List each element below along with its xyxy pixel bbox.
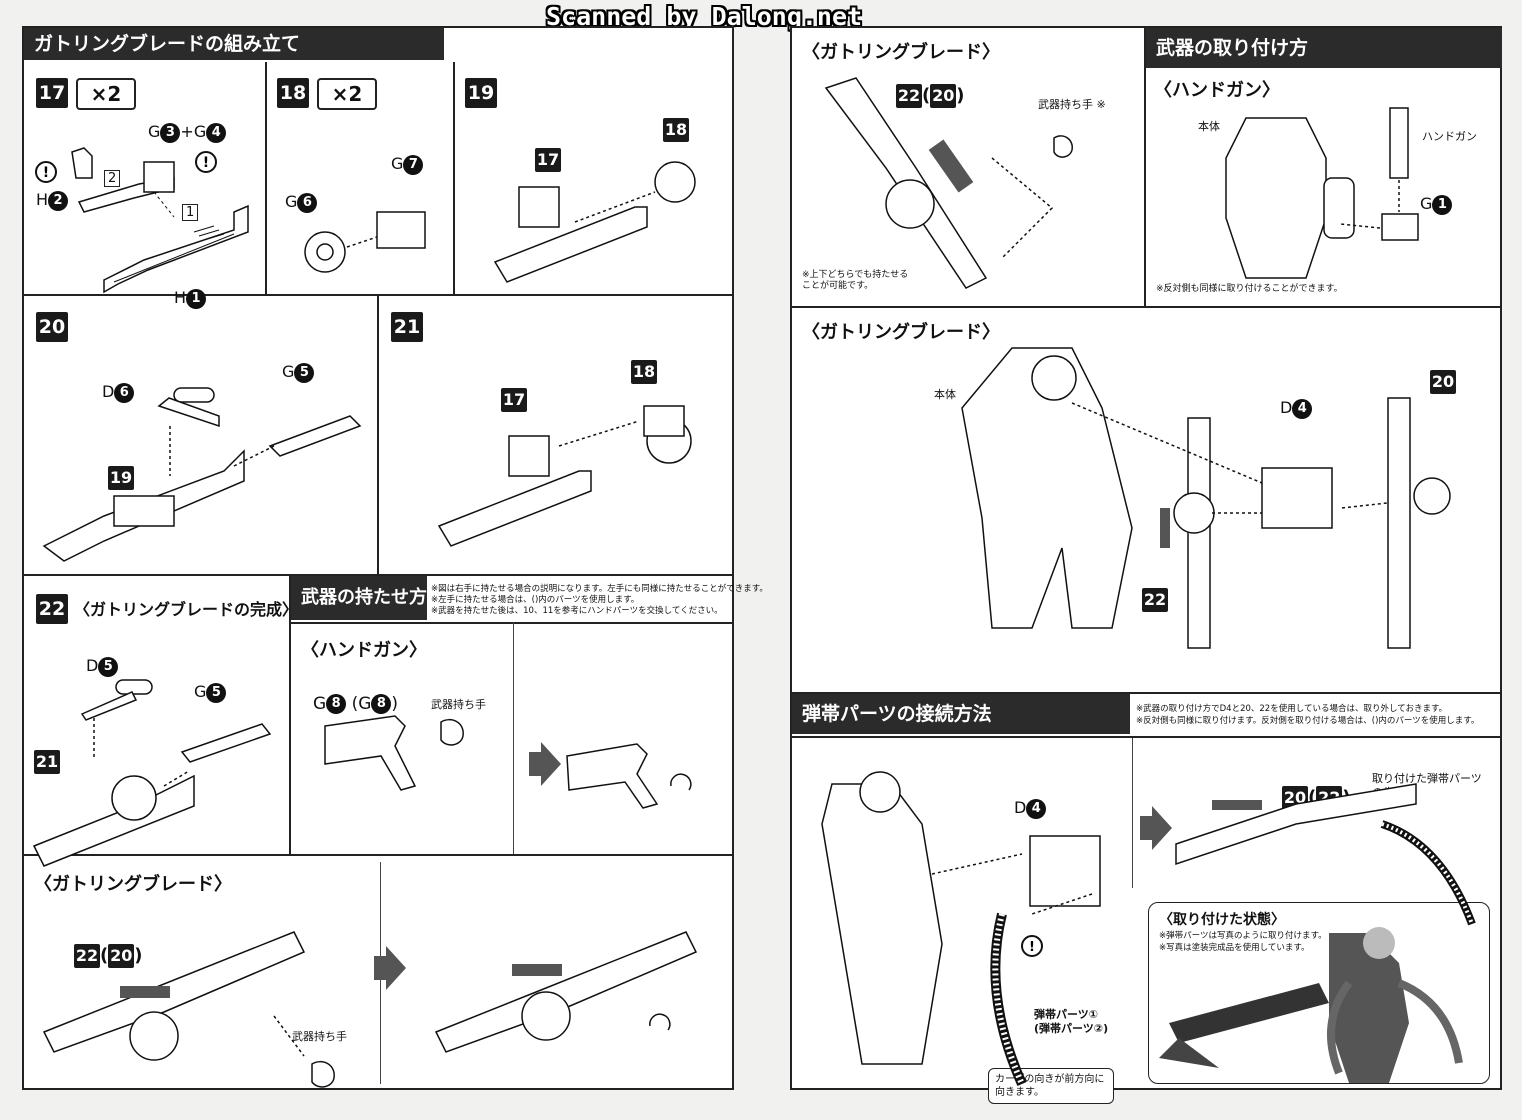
belt-title: 弾帯パーツの接続方法 (792, 694, 1130, 734)
ref-22-20: 22(20) (896, 84, 965, 108)
belt-part-label: 弾帯パーツ① (弾帯パーツ②) (1034, 1008, 1109, 1035)
divider (291, 622, 734, 624)
step21-illustration (437, 405, 692, 547)
step-number: 19 (465, 78, 497, 108)
attach-note: ※反対側も同様に取り付けることができます。 (1156, 284, 1343, 294)
step22-illustration (32, 679, 272, 867)
step-number: 20 (36, 312, 68, 342)
ref-18: 18 (663, 118, 689, 142)
divider (1132, 738, 1133, 888)
belt-note-2: ※反対側も同様に取り付けます。反対側を取り付ける場合は、()内のパーツを使用しま… (1136, 716, 1480, 726)
step-number: 17 (36, 78, 68, 108)
ref-21: 21 (34, 750, 60, 774)
gatling-subtitle: 〈ガトリングブレード〉 (802, 42, 1000, 63)
quantity-badge: ×2 (76, 78, 136, 110)
gatling-hold-illustration (42, 931, 698, 1088)
gatling-hold-panel: 〈ガトリングブレード〉 22(20) 武器持ち手 (24, 856, 734, 1088)
step21-panel: 21 17 18 (379, 296, 734, 576)
ref-17: 17 (501, 388, 527, 412)
svg-text:!: ! (203, 155, 209, 171)
step17-illustration: ! ! (35, 147, 249, 294)
curve-note: カーブの向きが前方向に 向きます。 (988, 1068, 1114, 1104)
handgun-hold-illustration (324, 715, 692, 809)
gatling-attach-illustration (961, 347, 1451, 649)
divider (792, 736, 1502, 738)
hold-note-1: ※図は右手に持たせる場合の説明になります。左手にも同様に持たせることができます。 (431, 584, 768, 594)
step19-illustration (493, 161, 696, 283)
body-label: 本体 (934, 388, 956, 401)
order-number-2: 2 (104, 170, 121, 187)
step18-illustration (304, 211, 426, 273)
body-label: 本体 (1198, 120, 1220, 133)
photo-note-2: ※写真は塗装完成品を使用しています。 (1159, 943, 1310, 953)
divider (513, 622, 514, 854)
hold-weapon-title: 武器の持たせ方 (291, 576, 427, 620)
step22-title: 〈ガトリングブレードの完成〉 (74, 600, 299, 619)
gatling-subtitle: 〈ガトリングブレード〉 (34, 874, 232, 895)
ref-17: 17 (535, 148, 561, 172)
step-number: 22 (36, 594, 68, 624)
section-title-assembly: ガトリングブレードの組み立て (24, 28, 444, 60)
svg-text:!: ! (43, 165, 49, 181)
hand-label: 武器持ち手 (431, 698, 486, 711)
step19-panel: 19 17 18 (455, 62, 734, 296)
grip-note: ※上下どちらでも持たせる ことが可能です。 (802, 270, 909, 291)
photo-note-1: ※弾帯パーツは写真のように取り付けます。 (1159, 931, 1327, 941)
handgun-label: ハンドガン (1422, 130, 1477, 143)
attach-handgun-illustration (1225, 107, 1419, 279)
hand-label: 武器持ち手 ※ (1038, 98, 1106, 111)
hand-label: 武器持ち手 (292, 1030, 347, 1043)
right-page: 〈ガトリングブレード〉 22(20) 武器持ち手 ※ ※上下どちらでも持たせる … (790, 26, 1502, 1104)
step-number: 18 (277, 78, 309, 108)
hold-note-3: ※武器を持たせた後は、10、11を参考にハンドパーツを交換してください。 (431, 606, 723, 616)
gatling-top-panel: 〈ガトリングブレード〉 22(20) 武器持ち手 ※ ※上下どちらでも持たせる … (792, 28, 1146, 308)
belt-note-1: ※武器の取り付け方でD4と20、22を使用している場合は、取り外しておきます。 (1136, 704, 1448, 714)
svg-text:!: ! (1029, 940, 1035, 955)
gatling-subtitle: 〈ガトリングブレード〉 (802, 322, 1000, 343)
ref-18: 18 (631, 360, 657, 384)
ref-20: 20 (1430, 370, 1456, 394)
belt-panel: 弾帯パーツの接続方法 ※武器の取り付け方でD4と20、22を使用している場合は、… (792, 694, 1502, 1104)
handgun-subtitle: 〈ハンドガン〉 (301, 640, 427, 661)
step-number: 21 (391, 312, 423, 342)
ref-19: 19 (108, 466, 134, 490)
hold-weapon-panel: 武器の持たせ方 ※図は右手に持たせる場合の説明になります。左手にも同様に持たせる… (291, 576, 768, 856)
ref-22-20: 22(20) (74, 944, 143, 968)
belt-illustration: ! (821, 771, 1476, 1087)
quantity-badge: ×2 (317, 78, 377, 110)
photo-title: 〈取り付けた状態〉 (1159, 912, 1285, 928)
assembled-photo: 〈取り付けた状態〉 ※弾帯パーツは写真のように取り付けます。 ※写真は塗装完成品… (1148, 902, 1490, 1084)
ref-22: 22 (1142, 588, 1168, 612)
step20-illustration (42, 387, 362, 562)
hold-note-2: ※左手に持たせる場合は、()内のパーツを使用します。 (431, 595, 640, 605)
order-number-1: 1 (182, 204, 199, 221)
gatling-top-illustration (824, 77, 1073, 289)
handgun-subtitle: 〈ハンドガン〉 (1154, 80, 1280, 101)
photo-image (1159, 927, 1463, 1083)
attach-title: 武器の取り付け方 (1146, 28, 1502, 68)
